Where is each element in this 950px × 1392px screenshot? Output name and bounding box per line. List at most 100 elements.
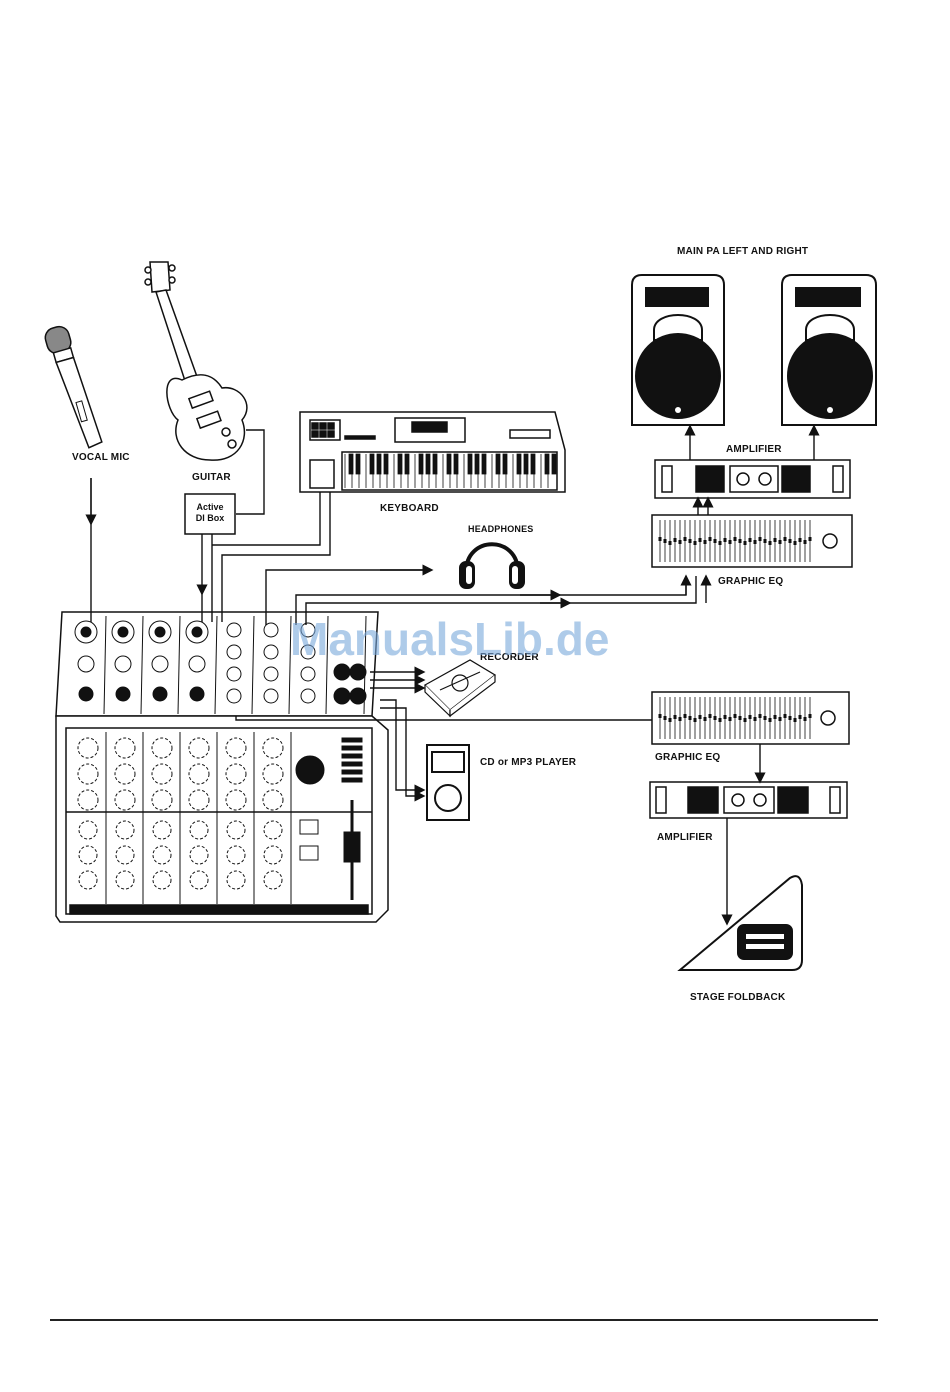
jack-input xyxy=(301,689,315,703)
aux-knob xyxy=(79,871,97,889)
jack-input xyxy=(264,623,278,637)
keyboard-black-key xyxy=(524,454,528,474)
aux-knob xyxy=(190,846,208,864)
eq-knob xyxy=(189,764,209,784)
eq-knob xyxy=(78,764,98,784)
jack-input xyxy=(264,689,278,703)
monitor-graphic-eq xyxy=(652,692,849,744)
cd-player-label: CD or MP3 PLAYER xyxy=(480,757,576,768)
aux-knob xyxy=(116,821,134,839)
eq-slider-knob xyxy=(664,716,667,720)
xlr-input-center xyxy=(81,627,91,637)
gain-knob xyxy=(153,687,167,701)
main-amplifier-label: AMPLIFIER xyxy=(726,444,782,455)
keyboard-black-key xyxy=(377,454,381,474)
keyboard-black-key xyxy=(482,454,486,474)
eq-slider-knob xyxy=(704,717,707,721)
eq-knob xyxy=(78,790,98,810)
eq-slider-knob xyxy=(804,717,807,721)
monitor-graphic-eq-label: GRAPHIC EQ xyxy=(655,752,720,763)
eq-slider-knob xyxy=(709,714,712,718)
eq-knob xyxy=(115,764,135,784)
jack-input xyxy=(189,656,205,672)
master-knob xyxy=(296,756,324,784)
aux-knob xyxy=(79,846,97,864)
aux-knob xyxy=(116,846,134,864)
gain-knob xyxy=(116,687,130,701)
meter-led xyxy=(342,770,362,774)
eq-slider-knob xyxy=(749,538,752,542)
eq-slider-knob xyxy=(669,541,672,545)
di-box-label-line2: DI Box xyxy=(196,513,225,523)
eq-knob xyxy=(263,790,283,810)
eq-knob xyxy=(115,790,135,810)
page-bottom-rule xyxy=(50,1319,878,1321)
watermark: ManualsLib.de xyxy=(290,612,609,666)
eq-slider-knob xyxy=(674,538,677,542)
guitar-icon xyxy=(145,262,247,460)
eq-knob xyxy=(152,764,172,784)
eq-slider-knob xyxy=(789,539,792,543)
eq-knob xyxy=(263,764,283,784)
xlr-input-center xyxy=(192,627,202,637)
eq-slider-knob xyxy=(774,538,777,542)
keyboard-black-key xyxy=(356,454,360,474)
main-pa-right-speaker xyxy=(782,275,876,425)
jack-input xyxy=(78,656,94,672)
jack-input xyxy=(152,656,168,672)
eq-slider-knob xyxy=(689,539,692,543)
eq-slider-knob xyxy=(754,540,757,544)
eq-slider-knob xyxy=(724,715,727,719)
meter-led xyxy=(342,778,362,782)
rca-jack xyxy=(350,688,366,704)
gain-knob xyxy=(190,687,204,701)
eq-slider-knob xyxy=(719,541,722,545)
aux-knob xyxy=(227,871,245,889)
aux-knob xyxy=(116,871,134,889)
eq-slider-knob xyxy=(729,540,732,544)
stage-foldback-wedge xyxy=(680,876,802,970)
eq-slider-knob xyxy=(779,540,782,544)
meter-led xyxy=(342,762,362,766)
main-pa-left-speaker xyxy=(632,275,724,425)
eq-slider-knob xyxy=(784,714,787,718)
meter-led xyxy=(342,738,362,742)
eq-knob xyxy=(189,738,209,758)
meter-led xyxy=(342,754,362,758)
aux-knob xyxy=(227,821,245,839)
keyboard-label: KEYBOARD xyxy=(380,503,439,514)
jack-input xyxy=(115,656,131,672)
jack-input xyxy=(264,667,278,681)
keyboard-black-key xyxy=(370,454,374,474)
jack-input xyxy=(301,667,315,681)
monitor-amplifier xyxy=(650,782,847,818)
eq-slider-knob xyxy=(699,538,702,542)
eq-slider-knob xyxy=(744,541,747,545)
eq-slider-knob xyxy=(774,715,777,719)
keyboard-black-key xyxy=(454,454,458,474)
eq-slider-knob xyxy=(684,537,687,541)
eq-knob xyxy=(115,738,135,758)
keyboard-black-key xyxy=(517,454,521,474)
keyboard-black-key xyxy=(405,454,409,474)
eq-knob xyxy=(263,738,283,758)
eq-slider-knob xyxy=(734,714,737,718)
jack-input xyxy=(227,623,241,637)
xlr-input-center xyxy=(118,627,128,637)
eq-slider-knob xyxy=(739,716,742,720)
aux-knob xyxy=(190,871,208,889)
main-graphic-eq xyxy=(652,515,852,567)
keyboard-black-key xyxy=(433,454,437,474)
rca-jack xyxy=(334,664,350,680)
eq-slider-knob xyxy=(794,718,797,722)
eq-slider-knob xyxy=(694,718,697,722)
eq-slider-knob xyxy=(804,540,807,544)
eq-slider-knob xyxy=(669,718,672,722)
rca-jack xyxy=(350,664,366,680)
guitar-label: GUITAR xyxy=(192,472,231,483)
keyboard-black-key xyxy=(398,454,402,474)
aux-knob xyxy=(264,846,282,864)
keyboard-black-key xyxy=(426,454,430,474)
